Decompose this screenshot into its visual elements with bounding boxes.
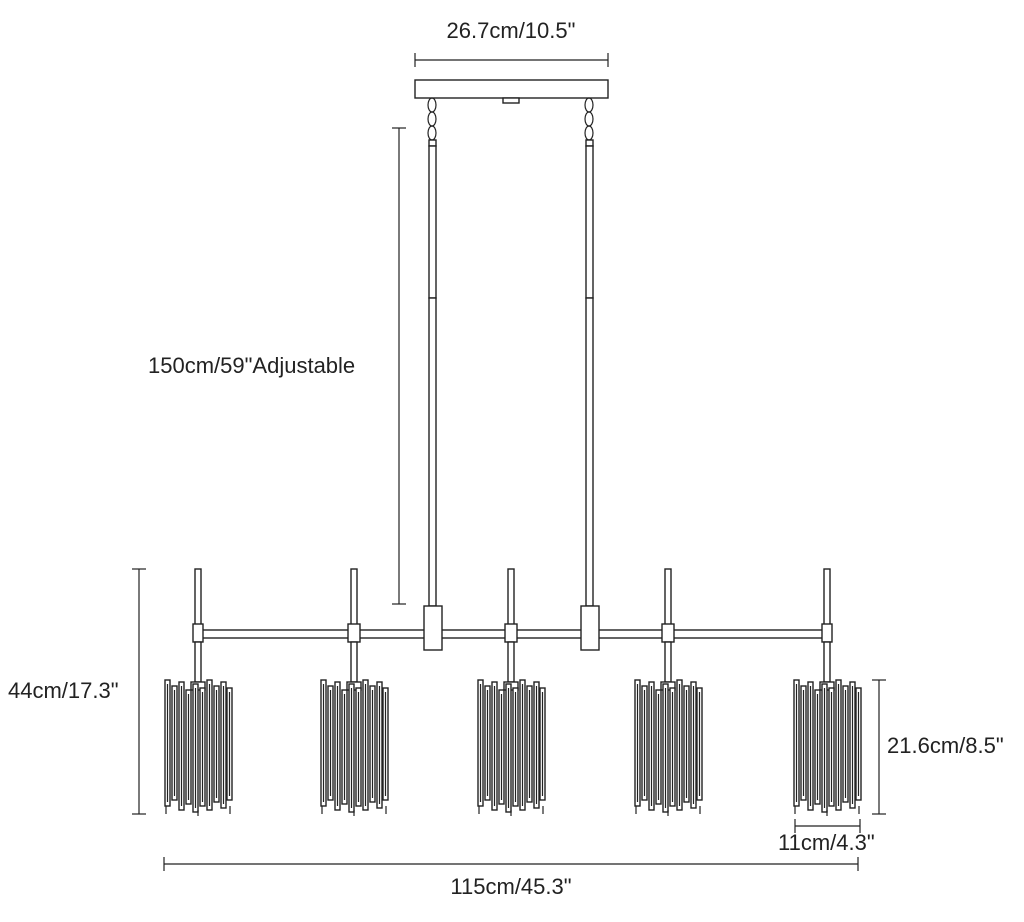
crystal-shade (634, 679, 703, 816)
shade-width-label: 11cm/4.3" (778, 830, 875, 855)
light-arm (793, 568, 862, 816)
crystal-shade (320, 679, 389, 816)
overall-height-dimension: 44cm/17.3" (8, 568, 146, 815)
canopy-width-label: 26.7cm/10.5" (447, 18, 576, 43)
overall-width-dimension: 115cm/45.3" (163, 857, 859, 899)
overall-width-label: 115cm/45.3" (450, 874, 571, 899)
left-chain (427, 97, 437, 147)
shade-height-label: 21.6cm/8.5" (887, 733, 1004, 758)
light-arm (477, 568, 546, 816)
light-arm (320, 568, 389, 816)
overall-height-label: 44cm/17.3" (8, 678, 119, 703)
shade-height-dimension: 21.6cm/8.5" (872, 679, 1004, 815)
chain-links (427, 97, 594, 147)
light-arms (164, 568, 862, 816)
shade-width-dimension: 11cm/4.3" (778, 819, 875, 855)
crystal-shade (164, 679, 233, 816)
canopy-width-dimension: 26.7cm/10.5" (414, 18, 609, 67)
drop-length-label: 150cm/59"Adjustable (148, 353, 355, 378)
crystal-shade (477, 679, 546, 816)
light-arm (634, 568, 703, 816)
light-arm (164, 568, 233, 816)
drop-length-dimension: 150cm/59"Adjustable (148, 127, 406, 605)
right-chain (584, 97, 594, 147)
canopy (414, 79, 609, 104)
crystal-shade (793, 679, 862, 816)
suspension-rods (428, 145, 594, 607)
